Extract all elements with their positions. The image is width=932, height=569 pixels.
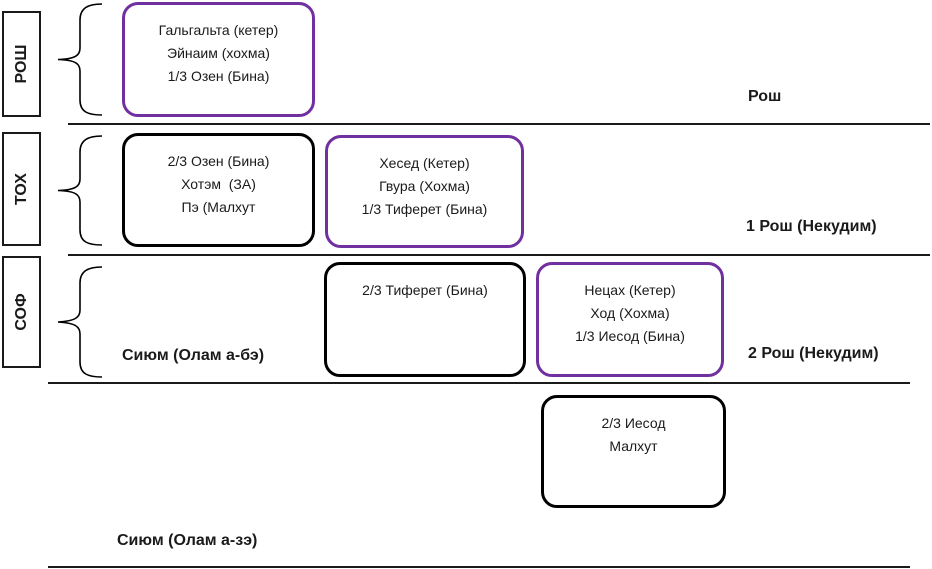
- divider-line-rosh: [68, 123, 930, 125]
- side-label-rosh-text: РОШ: [12, 44, 30, 84]
- divider-line-rosh-1: [68, 254, 930, 256]
- label-siyum-ze: Сиюм (Олам а-зэ): [117, 532, 258, 549]
- box-bottom-line-2: Малхут: [609, 438, 658, 454]
- label-rosh: Рош: [748, 88, 782, 105]
- box-toh-left: 2/3 Озен (Бина) Хотэм (ЗА) Пэ (Малхут: [122, 133, 315, 247]
- box-rosh-top: Гальгальта (кетер) Эйнаим (хохма) 1/3 Оз…: [122, 2, 315, 117]
- box-toh-middle-line-3: 1/3 Тиферет (Бина): [361, 201, 488, 217]
- box-sof-right-line-1: Нецах (Кетер): [584, 282, 676, 298]
- brace-rosh: [57, 3, 103, 116]
- side-label-sof-text: СОФ: [12, 293, 30, 331]
- brace-sof: [57, 266, 103, 378]
- box-bottom: 2/3 Иесод Малхут: [541, 395, 726, 508]
- box-toh-middle: Хесед (Кетер) Гвура (Хохма) 1/3 Тиферет …: [325, 135, 524, 248]
- label-siyum-be: Сиюм (Олам а-бэ): [122, 347, 265, 364]
- label-rosh-1: 1 Рош (Некудим): [746, 218, 877, 235]
- box-sof-right-line-3: 1/3 Иесод (Бина): [575, 328, 685, 344]
- box-sof-right: Нецах (Кетер) Ход (Хохма) 1/3 Иесод (Бин…: [536, 262, 724, 377]
- box-toh-left-line-1: 2/3 Озен (Бина): [167, 153, 270, 169]
- divider-line-siyum-ze: [48, 566, 910, 568]
- box-toh-middle-line-1: Хесед (Кетер): [379, 155, 470, 171]
- box-rosh-top-line-2: Эйнаим (хохма): [167, 45, 270, 61]
- box-sof-right-line-2: Ход (Хохма): [590, 305, 670, 321]
- brace-toh: [57, 135, 103, 246]
- box-rosh-top-line-1: Гальгальта (кетер): [158, 22, 279, 38]
- box-sof-middle-line-1: 2/3 Тиферет (Бина): [362, 282, 488, 298]
- box-bottom-line-1: 2/3 Иесод: [601, 415, 666, 431]
- box-toh-left-line-2: Хотэм (ЗА): [181, 176, 256, 192]
- side-label-sof: СОФ: [2, 256, 41, 368]
- label-rosh-2: 2 Рош (Некудим): [748, 345, 879, 362]
- box-toh-left-line-3: Пэ (Малхут: [181, 199, 256, 215]
- box-toh-middle-line-2: Гвура (Хохма): [379, 178, 470, 194]
- side-label-toh: ТОХ: [2, 132, 41, 246]
- side-label-rosh: РОШ: [2, 11, 41, 117]
- box-sof-middle: 2/3 Тиферет (Бина): [324, 262, 526, 377]
- box-rosh-top-line-3: 1/3 Озен (Бина): [167, 68, 270, 84]
- divider-line-rosh-2: [48, 382, 910, 384]
- side-label-toh-text: ТОХ: [12, 173, 30, 205]
